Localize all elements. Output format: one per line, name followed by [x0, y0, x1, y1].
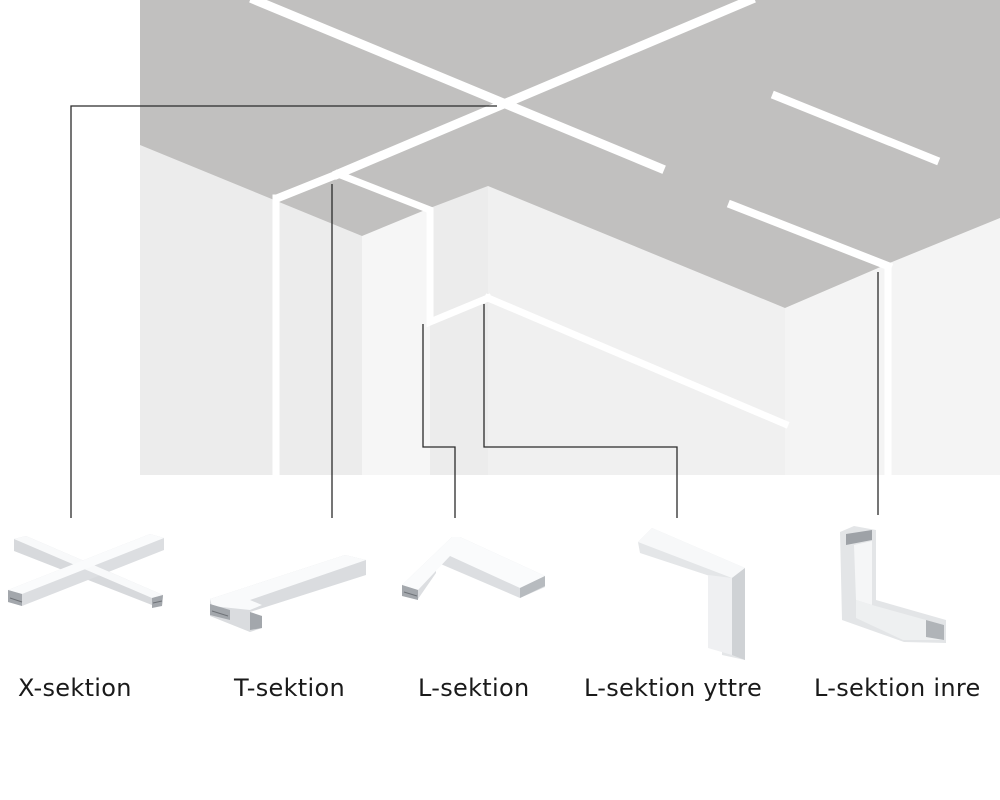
leader-lines	[70, 105, 879, 518]
column-front-face	[362, 208, 430, 475]
label-t-sektion: T-sektion	[234, 674, 345, 702]
led-profile-lines	[249, 0, 941, 479]
label-x-sektion: X-sektion	[18, 674, 132, 702]
x-sektion-product	[8, 534, 164, 608]
led-line-t-branch	[333, 169, 493, 328]
column-side-face	[430, 186, 488, 475]
label-l-sektion-inre: L-sektion inre	[814, 674, 981, 702]
l-sektion-yttre-product	[638, 528, 745, 660]
l-sektion-inre-product	[840, 526, 946, 643]
label-l-sektion: L-sektion	[418, 674, 530, 702]
left-wall-recess	[140, 145, 362, 475]
ceiling	[140, 0, 1000, 308]
leader-x-sektion	[70, 105, 497, 518]
led-line-ceiling-to-wall	[272, 168, 344, 204]
l-sektion-product	[402, 537, 545, 600]
led-line-wall-diagonal	[483, 293, 790, 429]
far-right-wall	[785, 218, 1000, 475]
label-l-sektion-yttre: L-sektion yttre	[584, 674, 763, 702]
led-line-x-diagonal-2	[332, 0, 756, 180]
led-line-x-diagonal-1	[249, 0, 666, 174]
t-sektion-product	[210, 555, 366, 632]
leader-l-sektion-yttre	[483, 304, 678, 518]
led-line-ceiling-short-1	[770, 90, 941, 166]
led-line-ceiling-short-2	[726, 199, 894, 272]
right-wall	[488, 186, 785, 475]
leader-l-sektion	[422, 324, 456, 518]
